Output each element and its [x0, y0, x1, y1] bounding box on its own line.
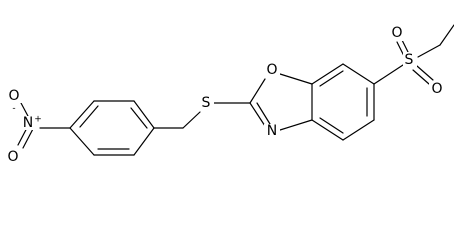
bond-s-o-bottom-2 [416, 65, 434, 81]
bond-s-ethyl-2 [439, 24, 454, 46]
bond-ring-a-inner-1 [79, 105, 99, 128]
bond-c2-o [249, 78, 266, 104]
bond-n-c3a [279, 119, 313, 131]
bond-c6-s [373, 64, 404, 85]
bond-c4-c3a [311, 119, 344, 141]
bond-ring-a-3 [133, 100, 155, 129]
nitro-nitrogen-charge-label: + [34, 115, 42, 125]
oxazole-oxygen-label: O [266, 62, 277, 78]
sulfonyl-oxygen-top-label: O [391, 25, 402, 41]
bond-c2-n-2 [256, 102, 271, 125]
thioether-sulfur-label: S [202, 95, 211, 111]
bond-s-ethyl-1 [417, 44, 441, 58]
nitro-oxygen-charge-label: - [12, 104, 15, 114]
bond-ring-a-1 [69, 100, 95, 129]
bond-s-o-top-1 [396, 41, 405, 57]
bond-c7a-c7 [311, 63, 344, 85]
bond-ring-a-inner-2 [130, 107, 148, 129]
bond-s-o-top-2 [401, 39, 410, 55]
benzoxazole-structure-diagram: O - N + O S O N S O O [6, 24, 454, 165]
nitro-oxygen-top-label: O [8, 88, 19, 104]
bond-ring-a-4 [133, 127, 155, 156]
bond-ch2-s [182, 111, 201, 129]
sulfonyl-oxygen-bottom-label: O [431, 81, 442, 97]
bond-network [17, 24, 454, 156]
nitro-nitrogen-label: N [23, 115, 33, 131]
bond-o-c7a [279, 73, 313, 85]
nitro-oxygen-bottom-label: O [7, 149, 18, 165]
bond-c2-n-1 [249, 102, 266, 127]
bond-fused-inner-1 [319, 70, 344, 87]
atom-labels: O - N + O S O N S O O [6, 25, 445, 165]
bond-s-o-bottom-1 [412, 69, 430, 85]
bond-ring-a-6 [69, 127, 95, 156]
oxazole-nitrogen-label: N [267, 123, 277, 139]
bond-c7-c6 [342, 63, 375, 85]
bond-fused-inner-3 [319, 117, 344, 134]
bond-c5-c4 [342, 119, 375, 141]
sulfonyl-sulfur-label: S [405, 52, 414, 68]
bond-n-o-bottom-2 [22, 126, 35, 149]
bond-n-o-top [20, 102, 30, 119]
